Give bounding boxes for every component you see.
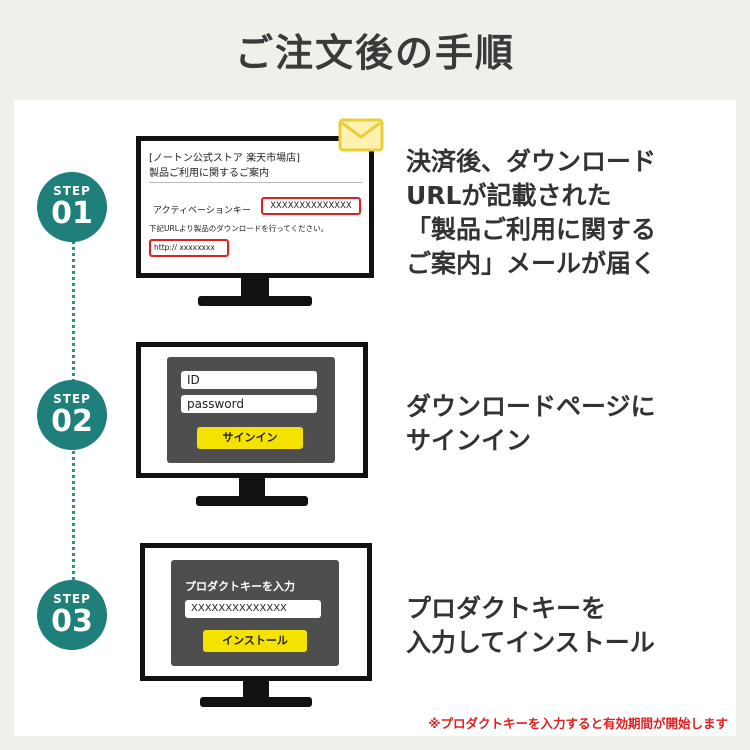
id-field[interactable]: ID: [181, 371, 317, 389]
step-badge-number: 03: [51, 604, 93, 639]
monitor-2-base: [196, 496, 308, 506]
description-line: ご案内」メールが届く: [406, 249, 657, 278]
download-note: 下記URLより製品のダウンロードを行ってください。: [149, 224, 329, 233]
description-line: URLが記載された: [406, 181, 612, 210]
install-button[interactable]: インストール: [203, 630, 307, 652]
monitor-3-neck: [243, 681, 269, 699]
step-badge-number: 01: [51, 196, 93, 231]
email-divider: [149, 182, 363, 183]
email-screen: [ノートン公式ストア 楽天市場店] 製品ご利用に関するご案内 アクティベーション…: [141, 141, 369, 273]
monitor-3: プロダクトキーを入力 XXXXXXXXXXXXXX インストール: [140, 543, 372, 681]
email-store-line: [ノートン公式ストア 楽天市場店]: [149, 153, 300, 164]
page-title: ご注文後の手順: [234, 31, 515, 75]
step-badge-3: STEP 03: [37, 580, 107, 650]
monitor-1: [ノートン公式ストア 楽天市場店] 製品ご利用に関するご案内 アクティベーション…: [136, 136, 374, 278]
footnote: ※プロダクトキーを入力すると有効期間が開始します: [428, 716, 728, 731]
description-line: 「製品ご利用に関する: [406, 215, 657, 244]
signin-panel: ID password サインイン: [167, 357, 335, 463]
monitor-3-base: [200, 697, 312, 707]
step-3-description: プロダクトキーを 入力してインストール: [406, 592, 655, 660]
password-field[interactable]: password: [181, 395, 317, 413]
email-subject-line: 製品ご利用に関するご案内: [149, 168, 269, 179]
download-url-box: http:// xxxxxxxx: [149, 239, 229, 257]
envelope-icon: [338, 118, 384, 158]
product-key-field[interactable]: XXXXXXXXXXXXXX: [185, 600, 321, 618]
description-line: サインイン: [406, 426, 532, 455]
signin-screen: ID password サインイン: [141, 347, 363, 473]
install-screen: プロダクトキーを入力 XXXXXXXXXXXXXX インストール: [145, 548, 367, 676]
description-line: プロダクトキーを: [406, 594, 607, 623]
step-badge-2: STEP 02: [37, 380, 107, 450]
step-badge-label: STEP: [53, 592, 91, 606]
activation-key-box: XXXXXXXXXXXXXX: [261, 197, 361, 215]
steps-card: [14, 100, 736, 736]
monitor-1-base: [198, 296, 312, 306]
activation-key-label: アクティベーションキー: [153, 206, 251, 216]
monitor-1-neck: [241, 278, 269, 298]
step-badge-1: STEP 01: [37, 172, 107, 242]
description-line: ダウンロードページに: [406, 392, 656, 421]
step-badge-label: STEP: [53, 184, 91, 198]
step-badge-label: STEP: [53, 392, 91, 406]
step-1-description: 決済後、ダウンロード URLが記載された 「製品ご利用に関する ご案内」メールが…: [406, 145, 656, 281]
description-line: 入力してインストール: [406, 628, 655, 657]
install-panel: プロダクトキーを入力 XXXXXXXXXXXXXX インストール: [171, 560, 339, 666]
step-badge-number: 02: [51, 404, 93, 439]
monitor-2: ID password サインイン: [136, 342, 368, 478]
signin-button[interactable]: サインイン: [197, 427, 303, 449]
product-key-title: プロダクトキーを入力: [185, 580, 295, 593]
step-2-description: ダウンロードページに サインイン: [406, 390, 656, 458]
monitor-2-neck: [239, 478, 265, 498]
description-line: 決済後、ダウンロード: [406, 147, 657, 176]
